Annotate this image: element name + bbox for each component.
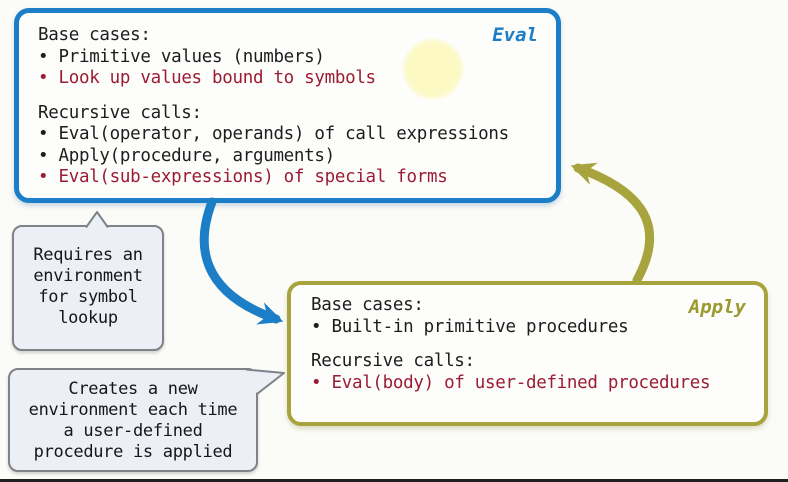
apply-recursive-calls-section: Recursive calls: Eval(body) of user-defi… — [311, 351, 748, 394]
eval-box: Eval Base cases: Primitive values (numbe… — [14, 8, 561, 203]
callout-line: procedure is applied — [33, 442, 233, 462]
curved-arrow-eval-to-apply — [199, 197, 284, 325]
bullet-item: Eval(body) of user-defined procedures — [311, 373, 748, 395]
callout-line: lookup — [58, 308, 118, 328]
bullet-item: Apply(procedure, arguments) — [38, 146, 540, 168]
section-heading: Base cases: — [38, 25, 151, 45]
laser-pointer-highlight — [401, 37, 465, 101]
bullet-item: Primitive values (numbers) — [38, 47, 540, 69]
callout-line: environment — [33, 266, 143, 286]
callout-creates-environment: Creates a new environment each time a us… — [8, 368, 258, 472]
callout-line: Requires an — [33, 245, 143, 265]
callout-line: for symbol — [38, 287, 138, 307]
bullet-item: Look up values bound to symbols — [38, 68, 540, 90]
callout-line: Creates a new — [68, 379, 198, 399]
apply-box-title: Apply — [688, 296, 746, 318]
bullet-item: Eval(sub-expressions) of special forms — [38, 167, 540, 189]
eval-box-title: Eval — [492, 24, 538, 46]
bullet-item: Eval(operator, operands) of call express… — [38, 124, 540, 146]
eval-base-cases-section: Base cases: Primitive values (numbers) L… — [38, 25, 540, 90]
apply-box: Apply Base cases: Built-in primitive pro… — [287, 281, 768, 426]
callout-line: a user-defined — [63, 421, 203, 441]
section-heading: Base cases: — [311, 295, 424, 315]
callout-requires-environment: Requires an environment for symbol looku… — [12, 225, 164, 351]
section-heading: Recursive calls: — [311, 351, 475, 371]
eval-recursive-calls-section: Recursive calls: Eval(operator, operands… — [38, 103, 540, 189]
apply-base-cases-section: Base cases: Built-in primitive procedure… — [311, 295, 748, 338]
callout-line: environment each time — [28, 400, 238, 420]
bullet-item: Built-in primitive procedures — [311, 317, 748, 339]
section-heading: Recursive calls: — [38, 102, 202, 123]
video-frame-edge — [0, 479, 788, 482]
curved-arrow-apply-to-eval — [570, 162, 655, 285]
